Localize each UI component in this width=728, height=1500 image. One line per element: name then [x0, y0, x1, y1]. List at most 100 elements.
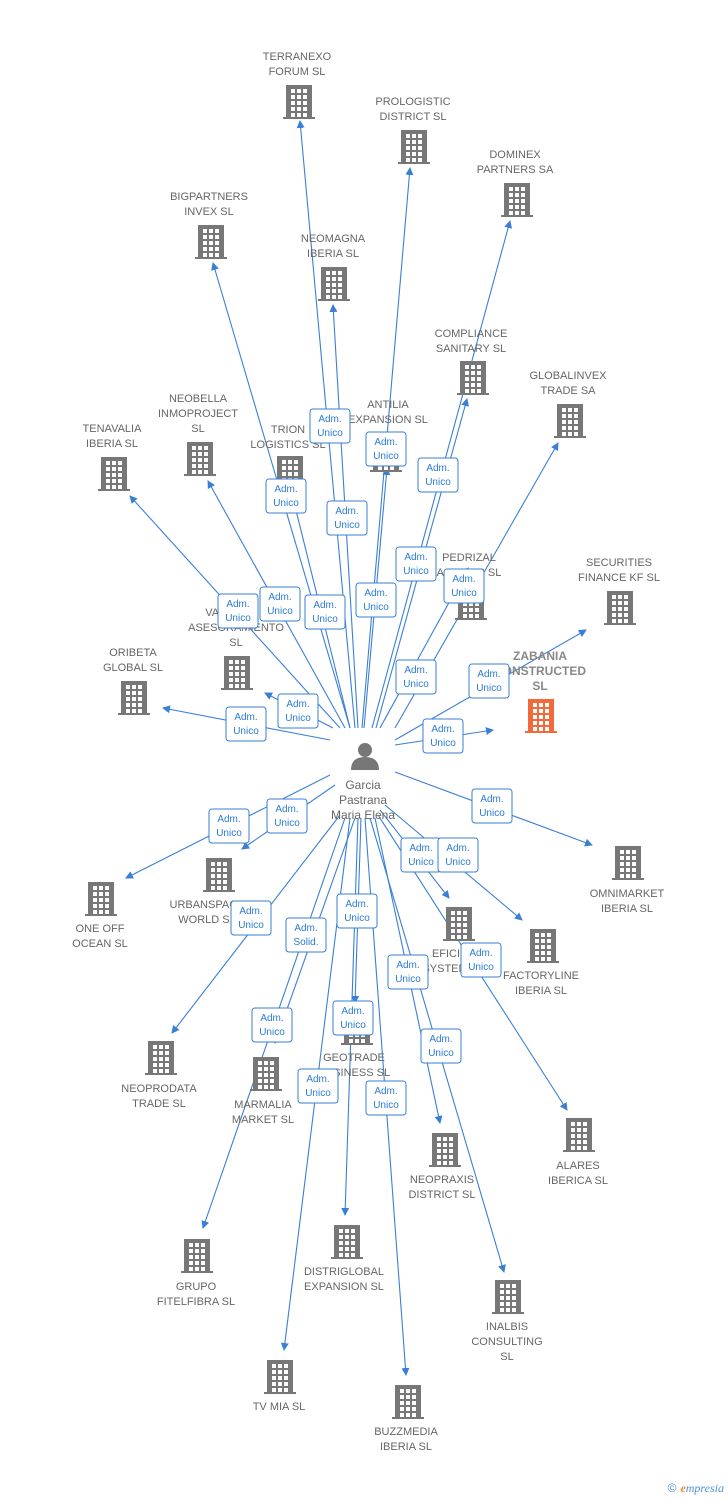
role-badge[interactable]: Adm.Unico — [259, 586, 301, 622]
role-badge[interactable]: Adm.Unico — [265, 478, 307, 514]
role-badge-text: Adm. — [429, 1034, 452, 1045]
role-badge[interactable]: Adm.Unico — [437, 837, 479, 873]
role-badge[interactable]: Adm.Unico — [471, 788, 513, 824]
role-badge[interactable]: Adm.Unico — [225, 706, 267, 742]
role-badge[interactable]: Adm.Unico — [443, 568, 485, 604]
role-badge[interactable]: Adm.Unico — [277, 693, 319, 729]
role-badge[interactable]: Adm.Unico — [365, 1080, 407, 1116]
role-badge-text: Unico — [403, 566, 429, 577]
role-badge-text: Unico — [363, 602, 389, 613]
building-icon — [118, 681, 150, 715]
role-badge[interactable]: Adm.Unico — [395, 659, 437, 695]
company-name-line: DISTRICT SL — [379, 111, 446, 123]
role-badge[interactable]: Adm.Unico — [422, 718, 464, 754]
role-badge-text: Unico — [267, 606, 293, 617]
role-badge[interactable]: Adm.Solid. — [285, 917, 327, 953]
company-name-line: GRUPO — [176, 1281, 217, 1293]
company-name-line: SL — [500, 1351, 513, 1363]
company-name-line: GLOBALINVEX — [529, 370, 607, 382]
role-badge[interactable]: Adm.Unico — [365, 431, 407, 467]
role-badge[interactable]: Adm.Unico — [266, 798, 308, 834]
company-node[interactable]: TV MIA SL — [253, 1360, 306, 1413]
company-name-line: DISTRIGLOBAL — [304, 1266, 384, 1278]
role-badge[interactable]: Adm.Unico — [326, 500, 368, 536]
company-name-line: INALBIS — [486, 1321, 528, 1333]
role-badge[interactable]: Adm.Unico — [417, 457, 459, 493]
building-icon — [331, 1225, 363, 1259]
building-icon — [612, 846, 644, 880]
role-badge-text: Unico — [430, 738, 456, 749]
role-badge[interactable]: Adm.Unico — [309, 408, 351, 444]
company-name-line: IBERIA SL — [380, 1441, 432, 1453]
role-badge-text: Adm. — [480, 794, 503, 805]
role-badge[interactable]: Adm.Unico — [387, 954, 429, 990]
company-name-line: ORIBETA — [109, 647, 157, 659]
role-badge[interactable]: Adm.Unico — [251, 1007, 293, 1043]
role-badge[interactable]: Adm.Unico — [336, 893, 378, 929]
role-badge-text: Adm. — [374, 1086, 397, 1097]
role-badge[interactable]: Adm.Unico — [230, 900, 272, 936]
building-icon — [283, 85, 315, 119]
building-icon — [184, 442, 216, 476]
role-badge[interactable]: Adm.Unico — [208, 808, 250, 844]
company-name-line: FORUM SL — [269, 66, 326, 78]
role-badge[interactable]: Adm. Unico — [420, 1028, 462, 1064]
role-badge[interactable]: Adm.Unico — [460, 942, 502, 978]
building-icon — [264, 1360, 296, 1394]
role-badge-text: Unico — [273, 498, 299, 509]
role-badge[interactable]: Adm.Unico — [395, 546, 437, 582]
building-icon — [563, 1118, 595, 1152]
company-name-line: DISTRICT SL — [408, 1189, 475, 1201]
role-badge-text: Unico — [285, 713, 311, 724]
role-badge[interactable]: Adm.Unico — [217, 593, 259, 629]
company-name-line: NEOMAGNA — [301, 233, 366, 245]
role-badge-text: Unico — [373, 451, 399, 462]
company-name-line: DOMINEX — [489, 149, 541, 161]
center-person[interactable]: Garcia Pastrana Maria Elena — [331, 743, 395, 822]
role-badge-text: Unico — [259, 1027, 285, 1038]
role-badge[interactable]: Adm.Unico — [468, 663, 510, 699]
role-badge[interactable]: Adm.Unico — [332, 1000, 374, 1036]
building-icon — [392, 1385, 424, 1419]
company-name-line: CONSTRUCTED — [494, 664, 586, 678]
role-badge-text: Adm. — [226, 599, 249, 610]
building-icon — [525, 699, 557, 733]
role-badge[interactable]: Adm.Unico — [297, 1068, 339, 1104]
role-badge-text: Unico — [428, 1048, 454, 1059]
building-icon — [527, 929, 559, 963]
role-badge[interactable]: Adm.Unico — [400, 837, 442, 873]
building-icon — [398, 130, 430, 164]
footer-brand: ©empresia — [668, 1481, 724, 1496]
role-badge-text: Adm. — [275, 804, 298, 815]
company-name-line: PEDRIZAL — [442, 552, 496, 564]
role-badge[interactable]: Adm.Unico — [355, 582, 397, 618]
role-badge-text: Unico — [312, 614, 338, 625]
company-name-line: TRADE SL — [132, 1098, 186, 1110]
role-badge[interactable]: Adm.Unico — [304, 594, 346, 630]
